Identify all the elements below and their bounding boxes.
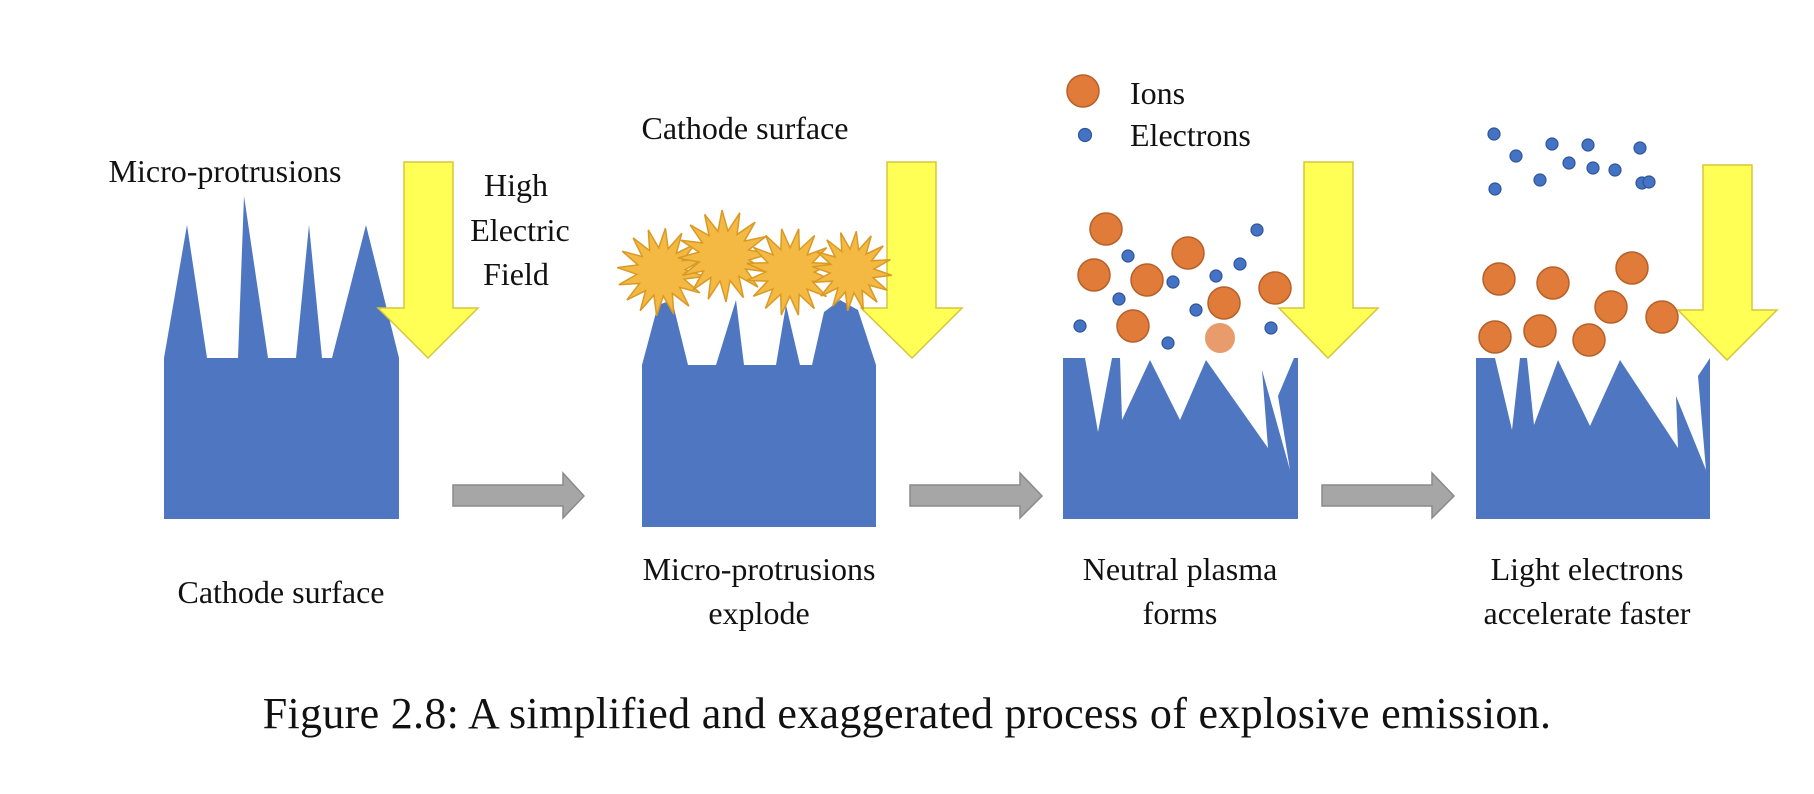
- electron-particle: [1112, 292, 1126, 306]
- electron-particle: [1581, 138, 1595, 152]
- process-arrow-1: [452, 471, 586, 520]
- cathode-surface-cratered: [1476, 358, 1710, 519]
- electron-particle: [1189, 303, 1203, 317]
- label-micro-protrusions: Micro-protrusions: [109, 153, 342, 189]
- ion-particle: [1523, 314, 1557, 348]
- cathode-surface-protrusions: [164, 196, 399, 519]
- electron-particle: [1487, 127, 1501, 141]
- electron-particle: [1209, 269, 1223, 283]
- ion-particle: [1116, 309, 1150, 343]
- plasma-particle-group: [1073, 212, 1292, 353]
- legend-ion-marker: [1066, 74, 1100, 108]
- ion-particle: [1594, 290, 1628, 324]
- panel-2: Cathode surface Micro-protrusions explod…: [616, 110, 964, 631]
- electron-particle: [1545, 137, 1559, 151]
- electron-particle: [1250, 223, 1264, 237]
- explosion-burst: [746, 228, 834, 316]
- electron-particle: [1533, 173, 1547, 187]
- ion-particle: [1207, 286, 1241, 320]
- explosion-burst: [811, 230, 893, 312]
- electron-particle: [1633, 141, 1647, 155]
- legend-ions-label: Ions: [1130, 75, 1185, 111]
- electron-particle: [1121, 249, 1135, 263]
- electron-particle: [1562, 156, 1576, 170]
- ion-particle: [1645, 300, 1679, 334]
- electron-particle: [1073, 319, 1087, 333]
- caption-protrusions-explode-line2: explode: [708, 595, 809, 631]
- figure-caption: Figure 2.8: A simplified and exaggerated…: [262, 689, 1552, 738]
- ion-particle: [1130, 263, 1164, 297]
- ion-particle: [1482, 262, 1516, 296]
- explosion-group: [616, 209, 893, 317]
- electron-particle: [1509, 149, 1523, 163]
- electron-particle: [1608, 163, 1622, 177]
- electron-particle: [1264, 321, 1278, 335]
- ion-particle: [1478, 320, 1512, 354]
- caption-neutral-plasma-line1: Neutral plasma: [1083, 551, 1278, 587]
- electric-field-arrow: [376, 161, 480, 360]
- caption-neutral-plasma-line2: forms: [1143, 595, 1218, 631]
- ion-particle: [1536, 266, 1570, 300]
- label-field-line2: Electric: [470, 212, 569, 248]
- cathode-surface-cratered: [1063, 358, 1298, 519]
- explosion-burst: [677, 209, 771, 303]
- electric-field-arrow: [859, 161, 964, 360]
- legend-electrons-label: Electrons: [1130, 117, 1251, 153]
- electric-field-arrow: [1676, 164, 1779, 362]
- electron-particle: [1161, 336, 1175, 350]
- electron-particle: [1166, 275, 1180, 289]
- ion-particle: [1205, 323, 1235, 353]
- panel-1: Micro-protrusions High Electric Field Ca…: [109, 153, 570, 610]
- ion-particle: [1572, 323, 1606, 357]
- label-field-line1: High: [484, 167, 548, 203]
- label-field-line3: Field: [483, 256, 549, 292]
- caption-protrusions-explode-line1: Micro-protrusions: [643, 551, 876, 587]
- accelerated-particle-group: [1478, 127, 1679, 357]
- legend-electron-marker: [1077, 127, 1093, 143]
- panel-3: Neutral plasma forms: [1063, 161, 1380, 631]
- ion-particle: [1171, 236, 1205, 270]
- electron-particle: [1233, 257, 1247, 271]
- electron-particle: [1586, 161, 1600, 175]
- ion-particle: [1258, 271, 1292, 305]
- ion-particle: [1615, 251, 1649, 285]
- ion-particle: [1089, 212, 1123, 246]
- caption-cathode-surface: Cathode surface: [177, 574, 384, 610]
- electron-particle: [1642, 175, 1656, 189]
- label-cathode-surface-top: Cathode surface: [641, 110, 848, 146]
- panel-4: Light electrons accelerate faster: [1476, 127, 1779, 631]
- process-arrow-3: [1321, 471, 1456, 520]
- caption-light-electrons-line1: Light electrons: [1491, 551, 1684, 587]
- cathode-surface-exploding: [642, 300, 876, 527]
- electric-field-arrow: [1277, 161, 1380, 360]
- process-arrow-2: [909, 471, 1044, 520]
- ion-particle: [1077, 258, 1111, 292]
- electron-particle: [1488, 182, 1502, 196]
- legend: Ions Electrons: [1066, 74, 1251, 153]
- caption-light-electrons-line2: accelerate faster: [1484, 595, 1691, 631]
- explosion-burst: [616, 227, 706, 317]
